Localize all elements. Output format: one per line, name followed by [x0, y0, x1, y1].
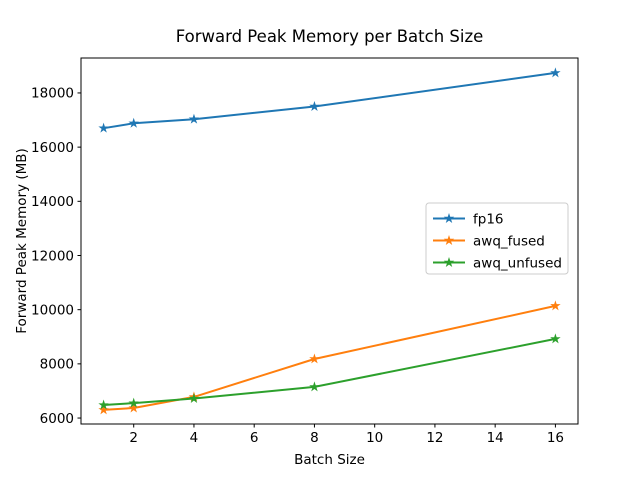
legend-star-marker [443, 257, 455, 267]
x-tick-label: 2 [129, 430, 138, 446]
star-marker-fp16 [309, 100, 320, 111]
x-tick-label: 4 [190, 430, 199, 446]
star-marker-awq_unfused [128, 397, 139, 408]
chart-title: Forward Peak Memory per Batch Size [176, 27, 484, 46]
legend-entry-fp16: fp16 [473, 211, 504, 227]
y-tick-label: 10000 [31, 302, 74, 318]
y-axis-label: Forward Peak Memory (MB) [14, 148, 30, 334]
star-marker-fp16 [188, 113, 200, 124]
series-line-awq_fused [102, 304, 557, 411]
star-marker-fp16 [98, 122, 109, 133]
axes-frame [80, 57, 579, 425]
y-tick-label: 16000 [31, 140, 74, 156]
x-tick-label: 12 [426, 430, 443, 446]
star-marker-awq_unfused [188, 393, 200, 403]
star-marker-fp16 [550, 67, 561, 78]
star-marker-awq_fused [309, 353, 320, 364]
legend-frame [425, 202, 569, 275]
y-tick-label: 12000 [31, 248, 74, 264]
legend-box: fp16 awq_fused awq_unfused [425, 202, 569, 275]
y-tick-label: 6000 [40, 411, 74, 427]
star-marker-awq_fused [98, 404, 109, 415]
y-tick-label: 18000 [31, 86, 74, 102]
star-marker-awq_fused [550, 300, 561, 311]
legend-star-marker [443, 213, 455, 223]
star-marker-awq_unfused [550, 333, 561, 344]
y-tick-label: 8000 [40, 357, 74, 373]
plot-spines [80, 57, 579, 425]
series-line-fp16 [102, 71, 557, 130]
x-tick-label: 6 [250, 430, 259, 446]
y-tick-label: 14000 [31, 194, 74, 210]
x-tick-label: 10 [366, 430, 383, 446]
x-axis-label: Batch Size [294, 452, 365, 468]
x-tick-label: 8 [310, 430, 319, 446]
star-marker-awq_unfused [309, 381, 320, 392]
legend-entry-awq_fused: awq_fused [473, 233, 545, 249]
x-axis-ticks: 2 4 6 8 10 12 14 16 [129, 424, 564, 446]
star-marker-awq_fused [128, 402, 139, 413]
legend-star-marker [443, 235, 455, 245]
star-marker-fp16 [128, 117, 139, 128]
data-series [98, 67, 561, 415]
y-axis-ticks: 6000 8000 10000 12000 14000 16000 18000 [31, 86, 81, 427]
series-line-awq_unfused [102, 337, 557, 406]
star-marker-awq_unfused [98, 399, 109, 410]
x-tick-label: 14 [487, 430, 504, 446]
x-tick-label: 16 [547, 430, 564, 446]
legend-entry-awq_unfused: awq_unfused [473, 255, 562, 271]
